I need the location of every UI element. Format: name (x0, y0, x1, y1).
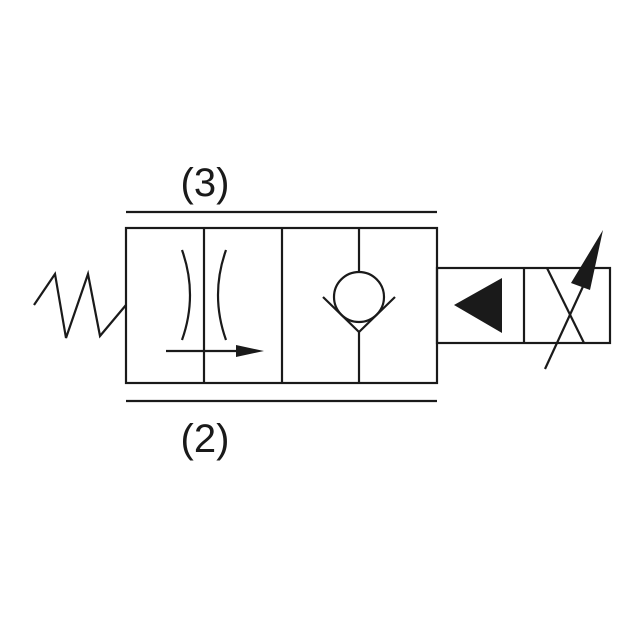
throttle-orifice-icon (180, 228, 228, 383)
check-valve-icon (322, 228, 396, 383)
solenoid-direction-triangle-icon (454, 278, 502, 333)
port-label-2: (2) (181, 417, 230, 461)
proportional-solenoid-icon (435, 230, 612, 370)
spring-icon (33, 269, 127, 339)
variable-arrow-icon (571, 230, 603, 290)
port-label-3: (3) (181, 161, 230, 205)
flow-arrow-icon (166, 345, 264, 357)
